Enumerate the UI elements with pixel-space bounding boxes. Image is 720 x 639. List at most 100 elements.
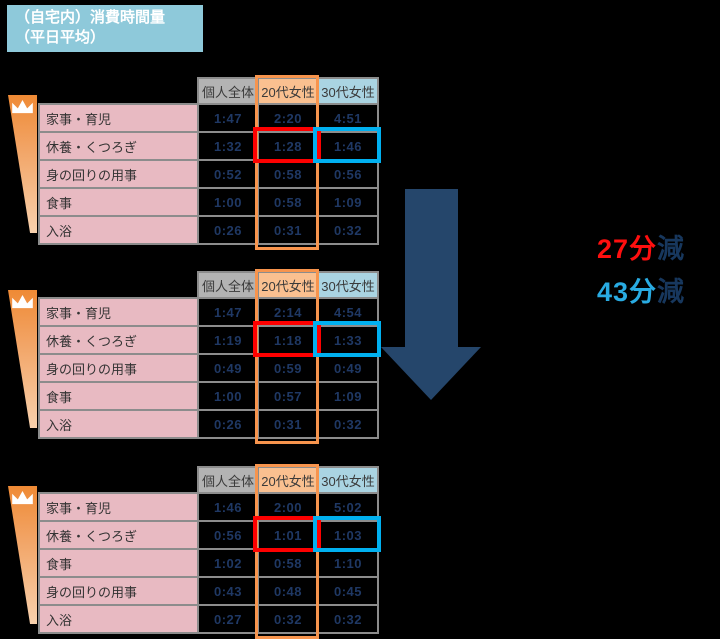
value-cell: 0:49	[317, 353, 379, 383]
value-cell: 1:00	[197, 381, 259, 411]
value-cell: 1:47	[197, 103, 259, 133]
value-cell: 1:10	[317, 548, 379, 578]
table-row: 食事 1:00 0:58 1:09	[38, 187, 379, 217]
value-cell: 1:32	[197, 131, 259, 161]
table-row: 身の回りの用事 0:49 0:59 0:49	[38, 353, 379, 383]
value-cell: 5:02	[317, 492, 379, 522]
value-cell: 1:33	[317, 325, 379, 355]
column-header-20s: 20代女性	[257, 466, 319, 494]
row-label: 休養・くつろぎ	[38, 520, 199, 550]
table-row: 家事・育児 1:47 2:20 4:51	[38, 103, 379, 133]
value-cell: 2:00	[257, 492, 319, 522]
page-title-line1: （自宅内）消費時間量	[15, 9, 166, 26]
row-label: 身の回りの用事	[38, 159, 199, 189]
table-row: 食事 1:00 0:57 1:09	[38, 381, 379, 411]
row-label: 家事・育児	[38, 297, 199, 327]
row-label: 食事	[38, 548, 199, 578]
value-cell: 0:52	[197, 159, 259, 189]
decrease-27min-value: 27分	[597, 234, 658, 264]
column-header-20s: 20代女性	[257, 271, 319, 299]
value-cell: 1:09	[317, 187, 379, 217]
table-row: 入浴 0:26 0:31 0:32	[38, 215, 379, 245]
row-label: 入浴	[38, 215, 199, 245]
table-row: 休養・くつろぎ 0:56 1:01 1:03	[38, 520, 379, 550]
column-header-20s: 20代女性	[257, 77, 319, 105]
column-header-30s: 30代女性	[317, 77, 379, 105]
table-row: 身の回りの用事 0:52 0:58 0:56	[38, 159, 379, 189]
row-label: 入浴	[38, 409, 199, 439]
value-cell: 1:02	[197, 548, 259, 578]
value-cell: 0:58	[257, 548, 319, 578]
value-cell: 0:31	[257, 409, 319, 439]
value-cell: 1:18	[257, 325, 319, 355]
data-table-2: 個人全体 20代女性 30代女性 家事・育児 1:47 2:14 4:54 休養…	[38, 271, 379, 439]
value-cell: 0:26	[197, 215, 259, 245]
value-cell: 0:58	[257, 187, 319, 217]
value-cell: 1:47	[197, 297, 259, 327]
table-row: 身の回りの用事 0:43 0:48 0:45	[38, 576, 379, 606]
value-cell: 2:20	[257, 103, 319, 133]
value-cell: 0:56	[317, 159, 379, 189]
value-cell: 0:26	[197, 409, 259, 439]
value-cell: 1:46	[317, 131, 379, 161]
value-cell: 1:03	[317, 520, 379, 550]
decrease-27min-label: 27分減	[597, 227, 685, 266]
table-2: 個人全体 20代女性 30代女性 家事・育児 1:47 2:14 4:54 休養…	[38, 269, 383, 444]
decrease-43min-label: 43分減	[597, 270, 685, 309]
value-cell: 0:59	[257, 353, 319, 383]
table-row: 食事 1:02 0:58 1:10	[38, 548, 379, 578]
crown-icon	[12, 294, 33, 309]
value-cell: 4:54	[317, 297, 379, 327]
data-table-3: 個人全体 20代女性 30代女性 家事・育児 1:46 2:00 5:02 休養…	[38, 466, 379, 634]
row-label: 身の回りの用事	[38, 353, 199, 383]
row-label: 休養・くつろぎ	[38, 325, 199, 355]
table-3: 個人全体 20代女性 30代女性 家事・育児 1:46 2:00 5:02 休養…	[38, 464, 383, 639]
page-title: （自宅内）消費時間量 （平日平均）	[7, 5, 203, 52]
table-row: 休養・くつろぎ 1:19 1:18 1:33	[38, 325, 379, 355]
crown-icon	[12, 99, 33, 114]
value-cell: 0:57	[257, 381, 319, 411]
value-cell: 0:49	[197, 353, 259, 383]
value-cell: 1:19	[197, 325, 259, 355]
table-row: 家事・育児 1:47 2:14 4:54	[38, 297, 379, 327]
column-header-all: 個人全体	[197, 271, 259, 299]
value-cell: 1:28	[257, 131, 319, 161]
value-cell: 0:32	[317, 409, 379, 439]
column-header-30s: 30代女性	[317, 466, 379, 494]
row-label: 食事	[38, 381, 199, 411]
decrease-27min-suffix: 減	[657, 234, 686, 264]
value-cell: 1:00	[197, 187, 259, 217]
value-cell: 0:45	[317, 576, 379, 606]
row-label: 家事・育児	[38, 103, 199, 133]
column-header-all: 個人全体	[197, 466, 259, 494]
corner-cell	[39, 272, 198, 298]
rank-ribbon	[8, 486, 37, 624]
table-1: 個人全体 20代女性 30代女性 家事・育児 1:47 2:20 4:51 休養…	[38, 75, 383, 250]
value-cell: 0:31	[257, 215, 319, 245]
crown-icon	[12, 490, 33, 505]
row-label: 食事	[38, 187, 199, 217]
value-cell: 1:09	[317, 381, 379, 411]
data-table-1: 個人全体 20代女性 30代女性 家事・育児 1:47 2:20 4:51 休養…	[38, 77, 379, 245]
row-label: 休養・くつろぎ	[38, 131, 199, 161]
column-header-30s: 30代女性	[317, 271, 379, 299]
column-header-all: 個人全体	[197, 77, 259, 105]
page-title-line2: （平日平均）	[15, 29, 106, 47]
value-cell: 0:56	[197, 520, 259, 550]
row-label: 家事・育児	[38, 492, 199, 522]
corner-cell	[39, 467, 198, 493]
rank-ribbon	[8, 95, 37, 233]
row-label: 身の回りの用事	[38, 576, 199, 606]
down-arrow	[381, 189, 481, 400]
table-row: 家事・育児 1:46 2:00 5:02	[38, 492, 379, 522]
value-cell: 0:48	[257, 576, 319, 606]
decrease-43min-value: 43分	[597, 277, 658, 307]
value-cell: 1:46	[197, 492, 259, 522]
decrease-43min-suffix: 減	[657, 277, 686, 307]
value-cell: 0:58	[257, 159, 319, 189]
table-row: 休養・くつろぎ 1:32 1:28 1:46	[38, 131, 379, 161]
value-cell: 0:43	[197, 576, 259, 606]
table-row: 入浴 0:26 0:31 0:32	[38, 409, 379, 439]
rank-ribbon	[8, 290, 37, 428]
corner-cell	[39, 78, 198, 104]
